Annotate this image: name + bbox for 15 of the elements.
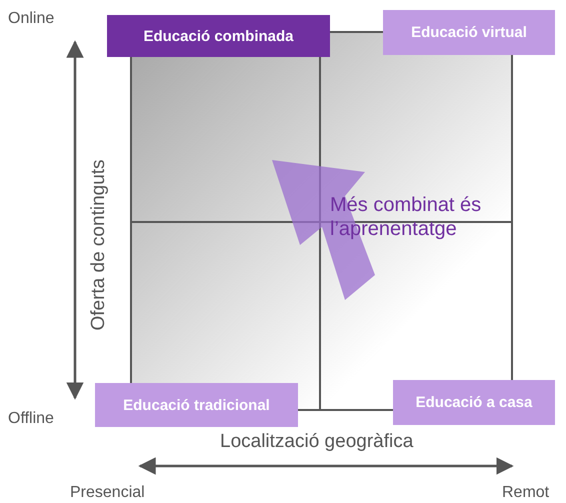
category-box — [95, 383, 298, 427]
axis-title: Oferta de continguts — [88, 159, 110, 331]
category-label: Educació virtual — [411, 24, 527, 41]
axis-end-label: Online — [8, 10, 54, 28]
category-box — [383, 10, 555, 55]
arrow-caption: Més combinat és l’aprenentatge — [330, 193, 482, 241]
axis-title: Localització geogràfica — [220, 431, 414, 453]
category-label: Educació a casa — [416, 394, 532, 411]
category-box — [393, 380, 555, 425]
category-label: Educació tradicional — [123, 396, 270, 414]
axis-end-label: Offline — [8, 410, 54, 428]
category-label: Educació combinada — [143, 28, 294, 44]
axis-end-label: Remot — [502, 484, 550, 502]
axis-end-label: Presencial — [70, 484, 145, 502]
category-box — [107, 15, 330, 57]
